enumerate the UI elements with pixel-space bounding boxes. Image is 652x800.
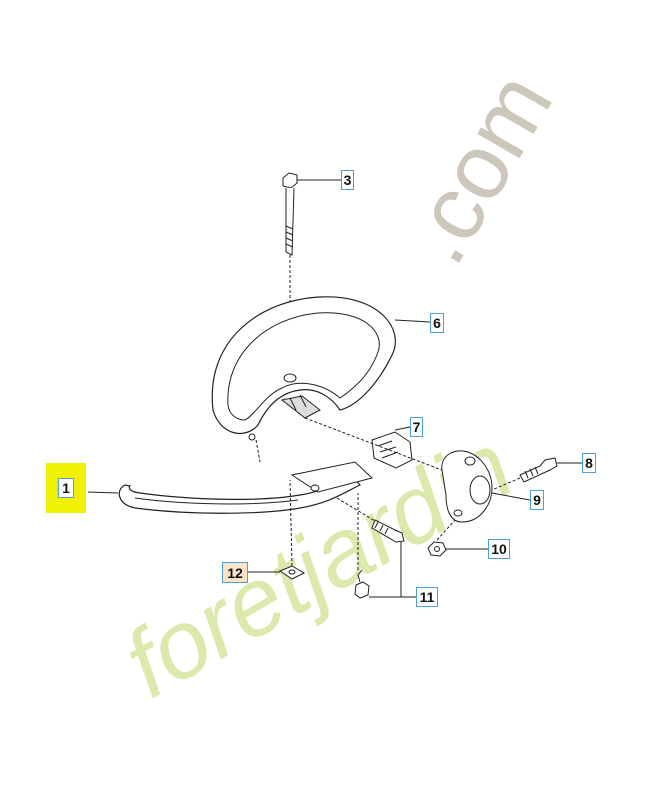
callout-11-label: 11	[419, 589, 435, 605]
callout-10: 10	[488, 539, 510, 559]
callout-6-label: 6	[433, 315, 441, 331]
callout-8: 8	[582, 453, 596, 473]
callout-11: 11	[416, 587, 438, 607]
callout-6: 6	[430, 313, 444, 333]
callout-7: 7	[410, 417, 423, 437]
handle-loop-part-6	[211, 296, 431, 441]
callout-1: 1	[46, 463, 86, 513]
callout-9: 9	[530, 490, 544, 510]
screw-part-8	[491, 457, 582, 491]
bracket-part-9	[441, 450, 531, 523]
screw-part-11	[336, 493, 416, 599]
callout-12: 12	[222, 562, 248, 583]
callout-9-label: 9	[533, 492, 541, 508]
callout-1-label: 1	[58, 478, 74, 498]
watermark-suffix: .com	[384, 56, 572, 280]
callout-3: 3	[341, 170, 354, 190]
nut-part-10	[427, 519, 490, 557]
callout-3-label: 3	[343, 172, 352, 188]
callout-7-label: 7	[412, 419, 421, 435]
callout-8-label: 8	[585, 455, 593, 471]
washer-part-12	[248, 479, 306, 580]
callout-12-label: 12	[227, 564, 243, 581]
callout-10-label: 10	[491, 541, 507, 557]
clip-part-7	[304, 417, 456, 476]
handle-bar-part-1	[87, 461, 374, 514]
